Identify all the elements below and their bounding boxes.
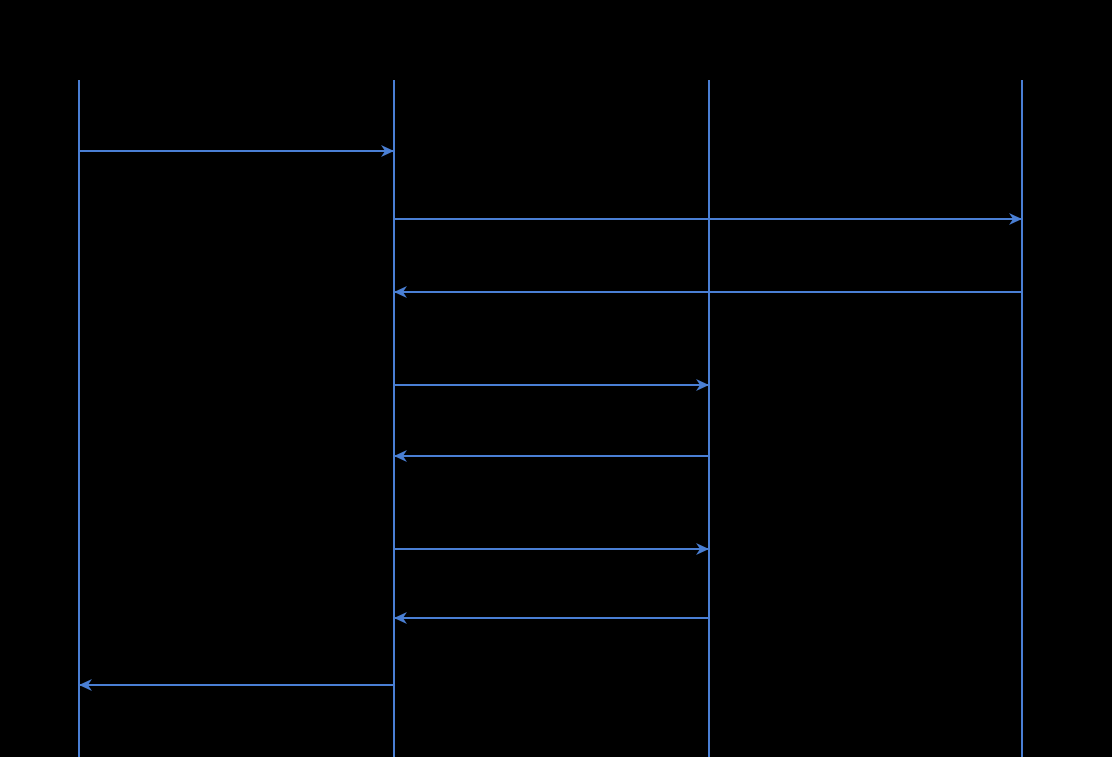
messages-group: [79, 145, 1022, 691]
lifelines-group: [78, 80, 1023, 757]
